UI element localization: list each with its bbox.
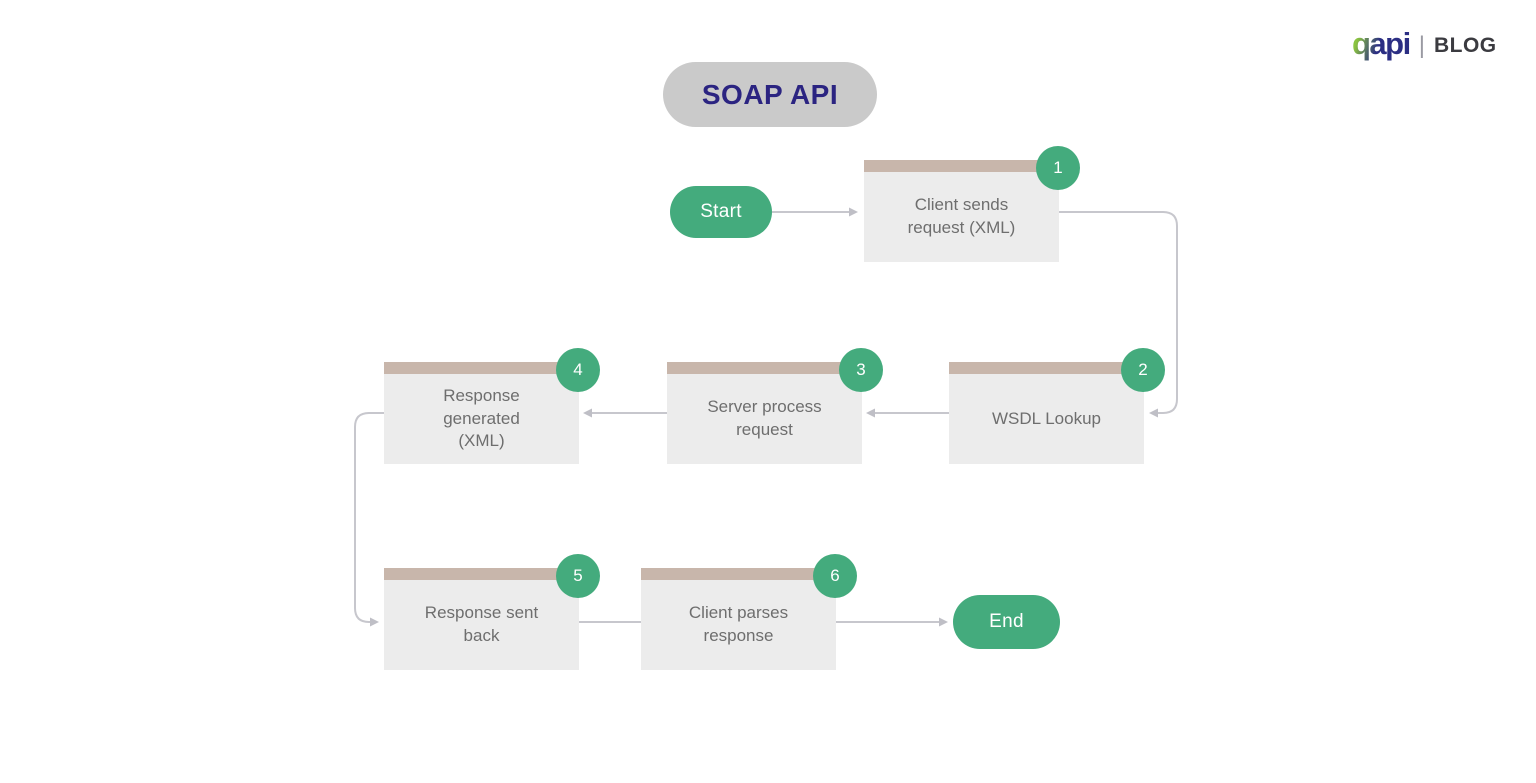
step-number-badge: 5 — [556, 554, 600, 598]
step-number-badge: 1 — [1036, 146, 1080, 190]
step-node-1: Client sends request (XML) — [864, 160, 1059, 262]
node-top-bar — [641, 568, 836, 580]
node-top-bar — [667, 362, 862, 374]
step-label: WSDL Lookup — [992, 408, 1101, 428]
step-node-5: Response sent back — [384, 568, 579, 670]
logo-suffix: BLOG — [1433, 34, 1497, 57]
step-label: Client sends request (XML) — [907, 195, 1016, 237]
step-node-6: Client parses response — [641, 568, 836, 670]
step-node-4: Response generated (XML) — [384, 362, 579, 464]
connector-4-to-5 — [354, 412, 384, 627]
step-number-badge: 3 — [839, 348, 883, 392]
step-label: Response generated (XML) — [443, 385, 520, 451]
step-number-badge: 6 — [813, 554, 857, 598]
step-label: Response sent back — [424, 603, 539, 645]
step-node-3: Server process request — [667, 362, 862, 464]
start-node: Start — [670, 186, 772, 238]
step-label: Client parses response — [688, 603, 789, 645]
node-top-bar — [864, 160, 1059, 172]
brand-wordmark: qapi — [1352, 26, 1411, 61]
step-node-2: WSDL Lookup — [949, 362, 1144, 464]
node-top-bar — [384, 362, 579, 374]
brand-logo: qapi | BLOG — [1352, 28, 1497, 63]
diagram-title: SOAP API — [663, 62, 877, 127]
node-top-bar — [949, 362, 1144, 374]
step-number-badge: 2 — [1121, 348, 1165, 392]
end-node: End — [953, 595, 1060, 649]
logo-divider: | — [1418, 31, 1425, 59]
step-number-badge: 4 — [556, 348, 600, 392]
step-label: Server process request — [707, 397, 822, 439]
node-top-bar — [384, 568, 579, 580]
